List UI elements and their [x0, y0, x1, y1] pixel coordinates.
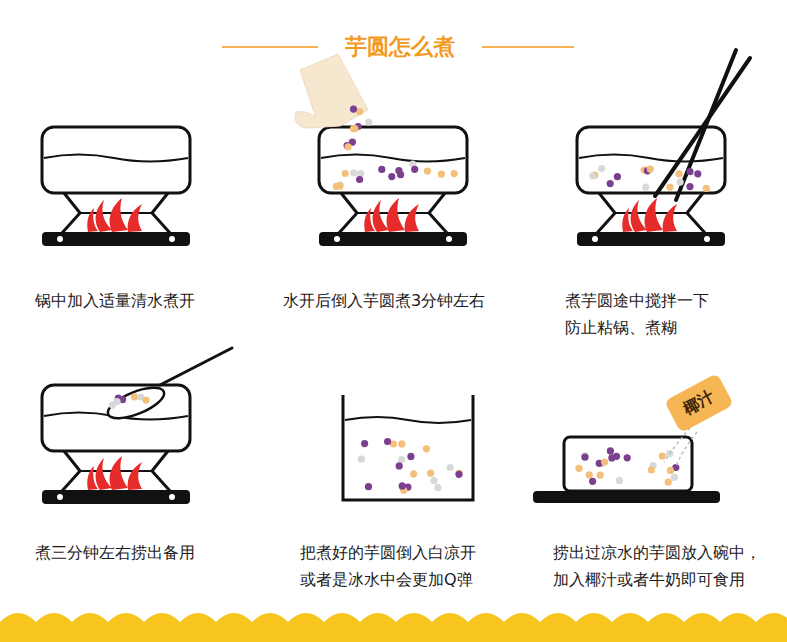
taro-ball: [356, 176, 363, 183]
taro-ball: [447, 464, 454, 471]
taro-ball: [455, 471, 462, 478]
taro-ball: [365, 119, 372, 126]
taro-ball: [396, 462, 403, 469]
taro-ball: [589, 172, 596, 179]
title-rule: [482, 46, 574, 48]
taro-ball: [411, 166, 418, 173]
taro-ball: [703, 185, 710, 192]
taro-ball: [597, 472, 604, 479]
taro-ball: [438, 171, 445, 178]
step-caption: 煮三分钟左右捞出备用: [35, 539, 235, 566]
glass: [343, 395, 473, 500]
taro-ball: [608, 454, 615, 461]
stove: [577, 127, 725, 246]
taro-ball: [109, 402, 116, 409]
taro-ball: [647, 166, 654, 173]
taro-ball: [607, 447, 614, 454]
wave-band: [0, 613, 787, 642]
taro-ball: [434, 484, 441, 491]
taro-ball: [614, 173, 621, 180]
taro-ball: [586, 471, 593, 478]
step-caption: 锅中加入适量清水煮开: [35, 287, 235, 314]
taro-ball: [407, 453, 414, 460]
taro-ball: [398, 456, 405, 463]
taro-ball: [424, 168, 431, 175]
stove: [42, 127, 190, 246]
taro-ball: [671, 474, 678, 481]
taro-ball: [342, 170, 349, 177]
taro-ball: [423, 445, 430, 452]
stove: [42, 385, 190, 504]
taro-ball: [677, 179, 684, 186]
title-rule: [222, 46, 318, 48]
taro-ball: [659, 453, 666, 460]
taro-ball: [575, 465, 582, 472]
taro-ball: [616, 477, 623, 484]
taro-ball: [607, 180, 614, 187]
taro-ball: [336, 183, 343, 190]
taro-ball: [350, 106, 357, 113]
taro-ball: [350, 125, 357, 132]
title: 芋圆怎么煮: [345, 32, 455, 62]
taro-ball: [648, 466, 655, 473]
taro-ball: [666, 184, 673, 191]
taro-ball: [365, 483, 372, 490]
taro-ball: [694, 170, 701, 177]
stove: [319, 127, 467, 246]
taro-ball: [350, 169, 357, 176]
taro-ball: [384, 438, 391, 445]
taro-ball: [686, 183, 693, 190]
taro-ball: [601, 458, 608, 465]
taro-ball: [451, 170, 458, 177]
taro-ball: [667, 467, 674, 474]
taro-ball: [345, 143, 352, 150]
taro-ball: [388, 173, 395, 180]
taro-ball: [589, 478, 596, 485]
taro-ball: [581, 454, 588, 461]
taro-ball: [675, 170, 682, 177]
taro-ball: [665, 479, 672, 486]
taro-ball: [410, 470, 417, 477]
taro-ball: [131, 393, 138, 400]
step-caption: 煮芋圆途中搅拌一下 防止粘锅、煮糊: [565, 287, 717, 341]
taro-ball: [378, 166, 385, 173]
step-caption: 把煮好的芋圆倒入白凉开 或者是冰水中会更加Q弹: [300, 539, 484, 593]
carton-label: 椰汁: [680, 387, 718, 420]
taro-ball: [357, 170, 364, 177]
taro-ball: [598, 165, 605, 172]
taro-ball: [431, 477, 438, 484]
taro-ball: [686, 168, 693, 175]
chopstick: [676, 50, 736, 200]
taro-ball: [398, 440, 405, 447]
bowl: [564, 437, 692, 491]
taro-ball: [361, 440, 368, 447]
chopstick: [655, 58, 750, 196]
taro-ball: [642, 184, 649, 191]
taro-ball: [395, 167, 402, 174]
taro-ball: [624, 454, 631, 461]
step-caption: 捞出过凉水的芋圆放入碗中， 加入椰汁或者牛奶即可食用: [553, 539, 769, 593]
table: [533, 491, 720, 503]
coconut-carton: 椰汁: [664, 373, 734, 433]
taro-ball: [427, 470, 434, 477]
taro-ball: [142, 397, 149, 404]
taro-ball: [399, 482, 406, 489]
taro-ball: [358, 456, 365, 463]
bag: [295, 54, 368, 128]
skimmer-handle: [160, 348, 232, 385]
step-caption: 水开后倒入芋圆煮3分钟左右: [283, 287, 523, 314]
skimmer: [104, 382, 168, 425]
